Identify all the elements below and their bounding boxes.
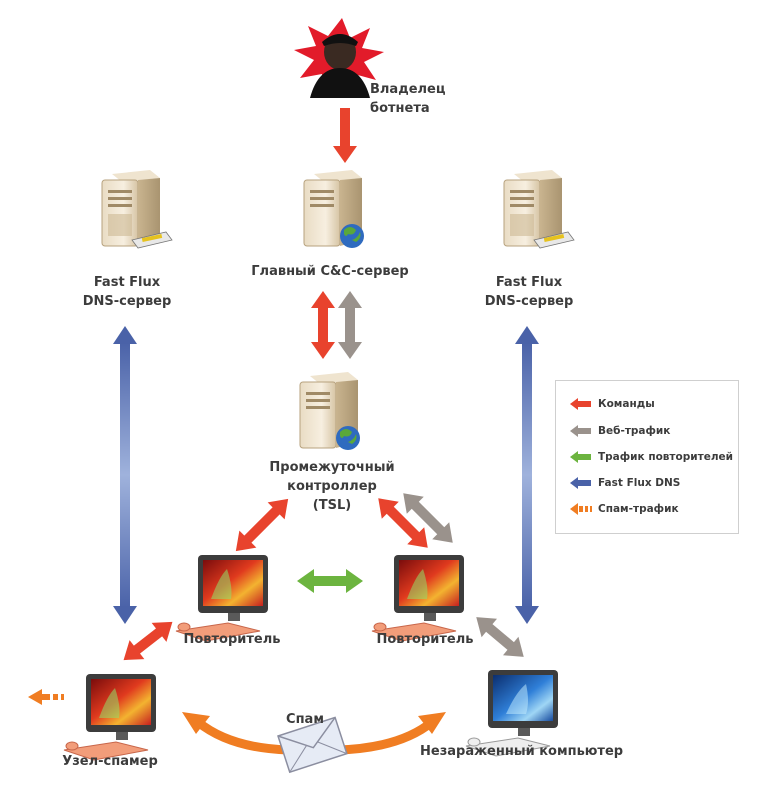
cc-server-label: Главный C&C-сервер	[240, 262, 420, 281]
spammer-label: Узел-спамер	[40, 752, 180, 771]
dns-right-label-line2: DNS-сервер	[484, 294, 574, 309]
spam-label: Спам	[270, 710, 340, 729]
commands-arrow-owner-cc	[333, 108, 357, 163]
infected-computer-icon	[175, 555, 268, 642]
dns-right-label: Fast Flux DNS-сервер	[464, 273, 594, 311]
dns-left-label-line2: DNS-сервер	[82, 294, 172, 309]
legend-item-spam: Спам-трафик	[570, 500, 679, 518]
legend-item-commands: Команды	[570, 395, 655, 413]
infected-computer-icon	[371, 555, 464, 642]
legend-item-label: Спам-трафик	[598, 503, 679, 515]
legend-item-repeater: Трафик повторителей	[570, 448, 733, 466]
legend-item-web: Веб-трафик	[570, 422, 670, 440]
repeater-left-label: Повторитель	[172, 630, 292, 649]
spammer-label-text: Узел-спамер	[62, 754, 158, 769]
repeater-right-label: Повторитель	[365, 630, 485, 649]
owner-label-line2: ботнета	[370, 101, 430, 116]
dns-left-label: Fast Flux DNS-сервер	[62, 273, 192, 311]
tsl-label: Промежуточный контроллер (TSL)	[252, 458, 412, 515]
commands-arrow-icon	[570, 398, 591, 410]
commands-arrow-cc-tsl	[311, 291, 335, 359]
web-arrow-cc-tsl	[338, 291, 362, 359]
commands-arrow-repeater-spammer	[123, 621, 173, 661]
web-arrow-repeater-clean	[476, 617, 524, 657]
fast-flux-arrow-left	[113, 326, 137, 624]
legend: Команды Веб-трафик Трафик повторителей F…	[555, 380, 739, 534]
repeater-arrow-icon	[570, 451, 591, 463]
tsl-label-line3: (TSL)	[312, 498, 352, 513]
server-icon	[503, 170, 575, 249]
tsl-label-line1: Промежуточный	[269, 460, 395, 475]
fast-flux-arrow-right	[515, 326, 539, 624]
spam-arrow-right	[337, 712, 446, 755]
infected-computer-icon	[63, 674, 156, 761]
repeater-right-label-text: Повторитель	[376, 632, 474, 647]
spam-arrow-left	[182, 712, 289, 755]
dns-right-label-line1: Fast Flux	[495, 275, 563, 290]
clean-computer-label: Незараженный компьютер	[420, 742, 624, 761]
dns-left-label-line1: Fast Flux	[93, 275, 161, 290]
owner-label: Владелец ботнета	[370, 80, 446, 118]
legend-item-label: Fast Flux DNS	[598, 477, 681, 489]
repeater-left-label-text: Повторитель	[183, 632, 281, 647]
server-icon	[101, 170, 173, 249]
fastflux-arrow-icon	[570, 477, 591, 489]
commands-arrow-tsl-left-repeater	[235, 498, 289, 552]
repeater-traffic-arrow	[297, 569, 363, 593]
commands-arrow-tsl-right-repeater	[378, 498, 428, 548]
legend-item-label: Команды	[598, 398, 655, 410]
cc-server-label-text: Главный C&C-сервер	[251, 264, 409, 279]
owner-label-line1: Владелец	[370, 82, 446, 97]
legend-item-label: Трафик повторителей	[598, 451, 733, 463]
clean-computer-label-text: Незараженный компьютер	[420, 744, 624, 759]
hacker-icon	[294, 18, 384, 98]
spam-arrow-icon	[570, 503, 592, 515]
legend-item-label: Веб-трафик	[598, 425, 671, 437]
spam-label-text: Спам	[286, 712, 324, 727]
web-arrow-icon	[570, 425, 591, 437]
tsl-label-line2: контроллер	[287, 479, 377, 494]
clean-computer-icon	[465, 670, 558, 757]
web-arrow-tsl-right-repeater	[403, 493, 453, 543]
spam-arrow-out	[28, 689, 64, 705]
envelope-icon	[277, 716, 348, 774]
legend-item-fastflux: Fast Flux DNS	[570, 474, 680, 492]
server-globe-icon	[303, 170, 364, 248]
server-globe-icon	[299, 372, 360, 450]
